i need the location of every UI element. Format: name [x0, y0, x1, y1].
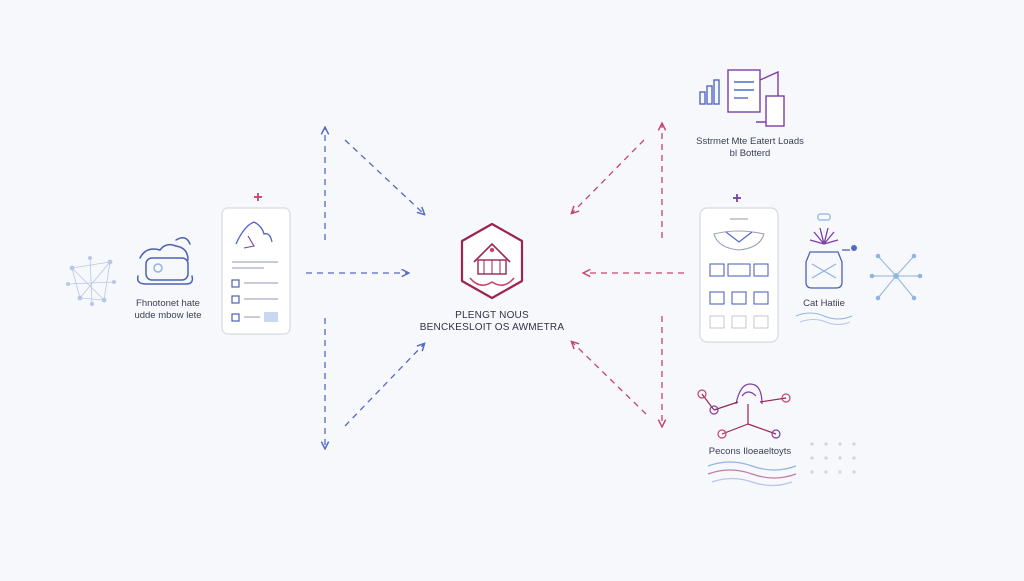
right-tablet-card — [699, 207, 779, 343]
plus-icon — [254, 193, 262, 201]
center-label: PLENGT NOUS BENCKESLOIT OS AWMETRA — [412, 310, 572, 334]
center-label-line2: BENCKESLOIT OS AWMETRA — [419, 322, 565, 333]
arrow-to-hub-upper-right — [572, 139, 645, 213]
plant-jar-icon — [805, 213, 857, 289]
dot-grid — [810, 442, 856, 474]
arrow-to-hub-lower-left — [344, 344, 424, 427]
people-network-icon — [697, 383, 791, 439]
left-network-icon — [66, 255, 117, 306]
left-label: Fhnotonet hate udde mbow lete — [124, 298, 212, 322]
wave-lines-bottom — [707, 461, 797, 487]
shield-hub-icon — [460, 222, 524, 300]
left-document-card — [221, 207, 291, 335]
center-label-line1: PLENGT NOUS — [455, 310, 529, 321]
right-network-icon — [869, 253, 923, 301]
left-arrows — [306, 128, 424, 448]
team-device-icon — [136, 237, 194, 285]
report-documents-icon — [699, 69, 785, 127]
right-arrows — [572, 124, 684, 426]
left-label-line2: udde mbow lete — [134, 310, 202, 321]
left-label-line1: Fhnotonet hate — [136, 298, 200, 309]
wave-lines — [795, 312, 853, 325]
plus-icon — [733, 194, 741, 202]
right-top-label-line2: bl Botterd — [729, 148, 771, 159]
arrow-to-hub-lower-right — [572, 342, 647, 415]
right-bottom-label: Pecons Iloeaeltoyts — [708, 446, 792, 457]
right-top-label: Sstrmet Mte Eatert Loads bl Botterd — [690, 136, 810, 160]
right-mid-label: Cat Hatiie — [803, 298, 845, 309]
right-top-label-line1: Sstrmet Mte Eatert Loads — [696, 136, 804, 147]
arrow-to-hub-upper-left — [344, 139, 424, 214]
